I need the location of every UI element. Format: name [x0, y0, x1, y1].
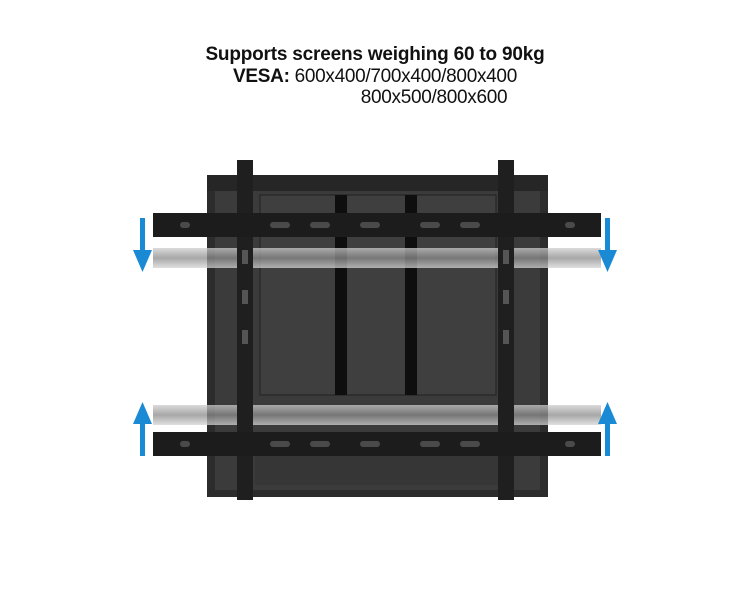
adjust-arrows: [133, 218, 617, 456]
vesa-label: VESA:: [233, 66, 290, 87]
center-strip-left: [335, 195, 347, 395]
center-strip-right: [405, 195, 417, 395]
horizontal-bars: [153, 213, 601, 456]
vesa-sizes-2: 800x500/800x600: [360, 87, 508, 108]
vesa-line-1: VESA: 600x400/700x400/800x400: [0, 66, 750, 87]
arrow-down-right-icon: [598, 218, 617, 272]
arrow-down-left-icon: [133, 218, 152, 272]
arrow-up-right-icon: [598, 402, 617, 456]
vertical-posts: [237, 160, 514, 500]
product-caption: Supports screens weighing 60 to 90kg VES…: [0, 44, 750, 108]
ghost-bar-top: [153, 248, 601, 268]
vesa-sizes-1: 600x400/700x400/800x400: [294, 66, 518, 87]
ghost-bar-bottom: [153, 405, 601, 425]
ghost-bars: [153, 248, 601, 425]
weight-capacity-text: Supports screens weighing 60 to 90kg: [205, 44, 545, 65]
arrow-up-left-icon: [133, 402, 152, 456]
